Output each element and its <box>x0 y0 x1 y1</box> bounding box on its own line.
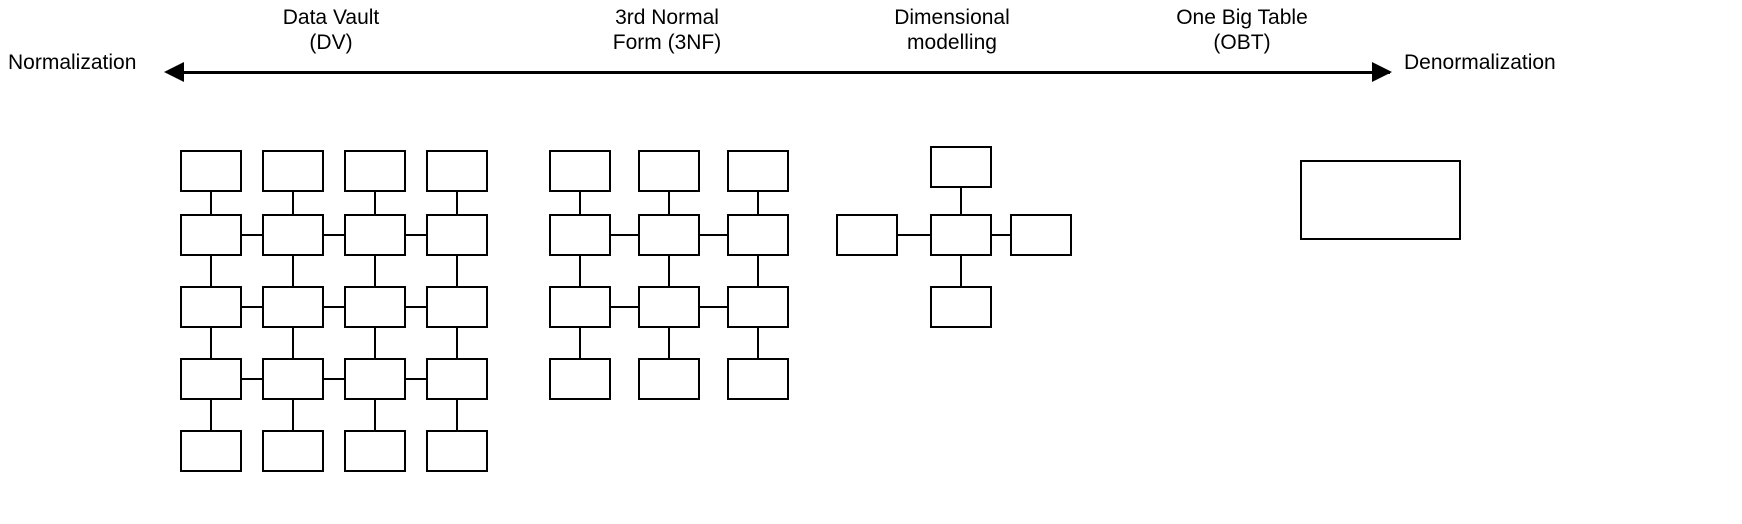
third-normal-form-node-r3-c0 <box>549 358 611 400</box>
third-normal-form-node-r0-c1 <box>638 150 700 192</box>
data-vault-connector-horizontal <box>324 378 344 380</box>
data-vault-connector-horizontal <box>406 234 426 236</box>
third-normal-form-node-r2-c0 <box>549 286 611 328</box>
data-vault-node-r1-c1 <box>262 214 324 256</box>
star-dimension-left <box>836 214 898 256</box>
data-vault-connector-vertical <box>210 256 212 286</box>
data-vault-node-r2-c0 <box>180 286 242 328</box>
one-big-table-box <box>1300 160 1461 240</box>
spectrum-axis-line <box>178 71 1390 74</box>
arrow-left-icon <box>164 62 184 82</box>
section-caption-third-normal-form: 3rd Normal Form (3NF) <box>612 6 722 54</box>
data-vault-connector-vertical <box>456 328 458 358</box>
star-connector-bottom <box>960 256 962 286</box>
section-caption-data-vault: Data Vault (DV) <box>282 6 380 54</box>
third-normal-form-node-r3-c2 <box>727 358 789 400</box>
third-normal-form-connector-horizontal <box>700 306 727 308</box>
data-vault-node-r3-c0 <box>180 358 242 400</box>
data-vault-node-r2-c3 <box>426 286 488 328</box>
data-vault-connector-vertical <box>456 256 458 286</box>
data-vault-node-r3-c1 <box>262 358 324 400</box>
arrow-right-icon <box>1372 62 1392 82</box>
data-vault-connector-vertical <box>374 328 376 358</box>
data-vault-connector-horizontal <box>242 378 262 380</box>
axis-label-normalization: Normalization <box>8 51 137 74</box>
third-normal-form-connector-vertical <box>668 256 670 286</box>
third-normal-form-connector-horizontal <box>700 234 727 236</box>
data-vault-connector-vertical <box>374 400 376 430</box>
data-vault-connector-vertical <box>292 256 294 286</box>
data-vault-connector-vertical <box>210 192 212 214</box>
third-normal-form-node-r2-c2 <box>727 286 789 328</box>
data-vault-node-r2-c2 <box>344 286 406 328</box>
third-normal-form-connector-vertical <box>579 192 581 214</box>
data-vault-connector-horizontal <box>242 234 262 236</box>
star-connector-top <box>960 188 962 214</box>
data-vault-node-r3-c2 <box>344 358 406 400</box>
data-vault-connector-vertical <box>210 400 212 430</box>
data-vault-node-r1-c3 <box>426 214 488 256</box>
third-normal-form-connector-vertical <box>757 328 759 358</box>
star-connector-right <box>992 234 1010 236</box>
data-vault-node-r4-c2 <box>344 430 406 472</box>
third-normal-form-connector-horizontal <box>611 306 638 308</box>
data-vault-node-r1-c2 <box>344 214 406 256</box>
data-vault-connector-vertical <box>292 400 294 430</box>
data-vault-node-r0-c3 <box>426 150 488 192</box>
third-normal-form-node-r1-c2 <box>727 214 789 256</box>
data-vault-connector-horizontal <box>406 378 426 380</box>
third-normal-form-connector-vertical <box>579 328 581 358</box>
data-vault-node-r4-c0 <box>180 430 242 472</box>
data-vault-node-r3-c3 <box>426 358 488 400</box>
data-vault-connector-vertical <box>374 256 376 286</box>
third-normal-form-node-r1-c1 <box>638 214 700 256</box>
data-vault-connector-horizontal <box>324 306 344 308</box>
third-normal-form-connector-vertical <box>668 192 670 214</box>
third-normal-form-node-r0-c2 <box>727 150 789 192</box>
star-dimension-right <box>1010 214 1072 256</box>
third-normal-form-connector-vertical <box>579 256 581 286</box>
data-vault-connector-vertical <box>456 400 458 430</box>
section-caption-dimensional-modelling: Dimensional modelling <box>894 6 1010 54</box>
third-normal-form-node-r3-c1 <box>638 358 700 400</box>
data-vault-node-r4-c3 <box>426 430 488 472</box>
star-connector-left <box>898 234 930 236</box>
third-normal-form-node-r1-c0 <box>549 214 611 256</box>
data-vault-connector-vertical <box>292 328 294 358</box>
star-dimension-top <box>930 146 992 188</box>
data-vault-connector-horizontal <box>406 306 426 308</box>
third-normal-form-connector-vertical <box>668 328 670 358</box>
third-normal-form-connector-vertical <box>757 192 759 214</box>
data-vault-connector-horizontal <box>242 306 262 308</box>
third-normal-form-connector-horizontal <box>611 234 638 236</box>
section-caption-one-big-table: One Big Table (OBT) <box>1176 6 1308 54</box>
star-fact-table <box>930 214 992 256</box>
data-vault-node-r4-c1 <box>262 430 324 472</box>
data-vault-node-r0-c2 <box>344 150 406 192</box>
third-normal-form-node-r2-c1 <box>638 286 700 328</box>
data-vault-connector-horizontal <box>324 234 344 236</box>
data-vault-node-r1-c0 <box>180 214 242 256</box>
star-dimension-bottom <box>930 286 992 328</box>
data-vault-connector-vertical <box>210 328 212 358</box>
data-vault-node-r0-c1 <box>262 150 324 192</box>
data-vault-node-r2-c1 <box>262 286 324 328</box>
data-vault-connector-vertical <box>456 192 458 214</box>
data-vault-connector-vertical <box>292 192 294 214</box>
data-vault-connector-vertical <box>374 192 376 214</box>
third-normal-form-connector-vertical <box>757 256 759 286</box>
third-normal-form-node-r0-c0 <box>549 150 611 192</box>
axis-label-denormalization: Denormalization <box>1404 51 1556 74</box>
data-vault-node-r0-c0 <box>180 150 242 192</box>
